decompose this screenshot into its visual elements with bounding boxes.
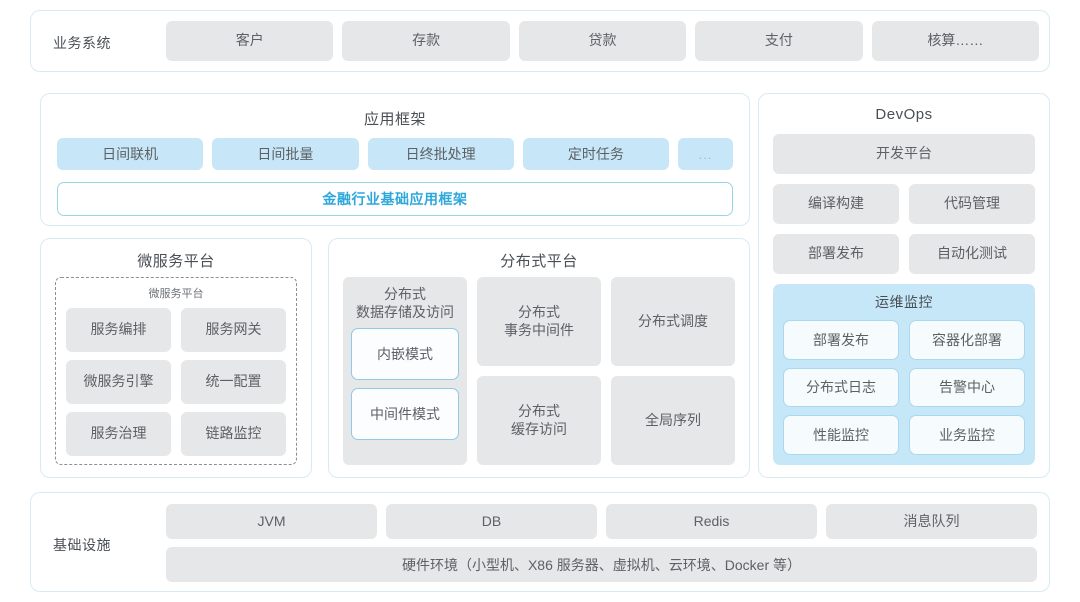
devops-chip-automated-test[interactable]: 自动化测试 (909, 234, 1035, 274)
devops-chip-dev-platform[interactable]: 开发平台 (773, 134, 1035, 174)
business-systems-section: 业务系统 客户 存款 贷款 支付 核算…… (30, 10, 1050, 72)
infrastructure-chip-db[interactable]: DB (386, 504, 597, 539)
distributed-platform-body: 分布式 数据存储及访问 内嵌模式 中间件模式 分布式 事务中间件 分布式 缓存访… (343, 277, 735, 465)
microservice-chip-orchestration[interactable]: 服务编排 (66, 308, 171, 352)
distributed-platform-right-column: 分布式调度 全局序列 (611, 277, 735, 465)
application-framework-section: 应用框架 日间联机 日间批量 日终批处理 定时任务 ... 金融行业基础应用框架 (40, 93, 750, 226)
ops-cell-alert-center[interactable]: 告警中心 (909, 367, 1025, 408)
microservice-platform-title: 微服务平台 (137, 253, 215, 270)
app-framework-chip-daytime-online[interactable]: 日间联机 (57, 138, 204, 170)
devops-section: DevOps 开发平台 编译构建 代码管理 部署发布 自动化测试 运维监控 部署… (758, 93, 1050, 478)
app-framework-chip-daytime-batch[interactable]: 日间批量 (212, 138, 359, 170)
ops-monitor-grid: 部署发布 容器化部署 分布式日志 告警中心 性能监控 业务监控 (783, 320, 1025, 455)
microservice-chip-engine[interactable]: 微服务引擎 (66, 360, 171, 404)
infrastructure-chip-row: JVM DB Redis 消息队列 (166, 504, 1037, 539)
microservice-platform-section: 微服务平台 微服务平台 服务编排 服务网关 微服务引擎 统一配置 服务治理 链路… (40, 238, 312, 478)
ops-cell-deploy-release[interactable]: 部署发布 (783, 320, 899, 360)
distributed-mode-middleware[interactable]: 中间件模式 (351, 388, 459, 441)
microservice-platform-dashed-box: 微服务平台 服务编排 服务网关 微服务引擎 统一配置 服务治理 链路监控 (55, 277, 297, 465)
ops-cell-business-monitor[interactable]: 业务监控 (909, 415, 1025, 455)
devops-row-deploy: 部署发布 自动化测试 (773, 234, 1035, 274)
ops-monitor-panel: 运维监控 部署发布 容器化部署 分布式日志 告警中心 性能监控 业务监控 (773, 284, 1035, 465)
business-system-chip-payment[interactable]: 支付 (695, 21, 863, 61)
distributed-mode-embedded[interactable]: 内嵌模式 (351, 328, 459, 381)
devops-stack: 开发平台 编译构建 代码管理 部署发布 自动化测试 运维监控 部署发布 容器化部… (773, 134, 1035, 465)
distributed-platform-middle-column: 分布式 事务中间件 分布式 缓存访问 (477, 277, 601, 465)
distributed-chip-global-sequence[interactable]: 全局序列 (611, 376, 735, 465)
business-system-chip-customer[interactable]: 客户 (166, 21, 334, 61)
devops-title: DevOps (875, 106, 933, 123)
ops-cell-distributed-log[interactable]: 分布式日志 (783, 367, 899, 408)
business-system-chip-loan[interactable]: 贷款 (518, 21, 687, 61)
devops-chip-code-management[interactable]: 代码管理 (909, 184, 1035, 224)
distributed-platform-section: 分布式平台 分布式 数据存储及访问 内嵌模式 中间件模式 分布式 事务中间件 分… (328, 238, 750, 478)
distributed-data-storage-title: 分布式 数据存储及访问 (356, 286, 454, 321)
hardware-environment-bar[interactable]: 硬件环境（小型机、X86 服务器、虚拟机、云环境、Docker 等） (166, 547, 1037, 582)
devops-row-build: 编译构建 代码管理 (773, 184, 1035, 224)
microservice-chip-gateway[interactable]: 服务网关 (181, 308, 286, 352)
microservice-platform-inner-label: 微服务平台 (148, 288, 204, 300)
application-framework-chip-row: 日间联机 日间批量 日终批处理 定时任务 ... (57, 138, 733, 170)
financial-base-framework-bar[interactable]: 金融行业基础应用框架 (57, 182, 733, 216)
business-systems-label: 业务系统 (53, 35, 111, 51)
distributed-platform-title: 分布式平台 (500, 253, 578, 270)
microservice-chip-unified-config[interactable]: 统一配置 (181, 360, 286, 404)
application-framework-title: 应用框架 (363, 111, 426, 128)
microservice-platform-grid: 服务编排 服务网关 微服务引擎 统一配置 服务治理 链路监控 (66, 308, 286, 456)
infrastructure-chip-jvm[interactable]: JVM (166, 504, 377, 539)
distributed-data-storage-card[interactable]: 分布式 数据存储及访问 内嵌模式 中间件模式 (343, 277, 467, 465)
distributed-chip-scheduling[interactable]: 分布式调度 (611, 277, 735, 366)
app-framework-chip-eod-batch[interactable]: 日终批处理 (367, 138, 514, 170)
business-system-chip-deposit[interactable]: 存款 (342, 21, 510, 61)
devops-chip-compile-build[interactable]: 编译构建 (773, 184, 899, 224)
ops-cell-container-deploy[interactable]: 容器化部署 (909, 320, 1025, 360)
app-framework-chip-scheduled-task[interactable]: 定时任务 (522, 138, 669, 170)
ops-monitor-title: 运维监控 (875, 294, 933, 310)
infrastructure-label: 基础设施 (53, 537, 111, 553)
infrastructure-chip-redis[interactable]: Redis (606, 504, 817, 539)
distributed-chip-transaction-middleware[interactable]: 分布式 事务中间件 (477, 277, 601, 366)
ops-cell-performance-monitor[interactable]: 性能监控 (783, 415, 899, 455)
devops-chip-deploy-release[interactable]: 部署发布 (773, 234, 899, 274)
microservice-chip-trace-monitor[interactable]: 链路监控 (181, 412, 286, 456)
infrastructure-section: 基础设施 JVM DB Redis 消息队列 硬件环境（小型机、X86 服务器、… (30, 492, 1050, 592)
business-systems-chip-row: 客户 存款 贷款 支付 核算…… (166, 21, 1040, 61)
business-system-chip-accounting[interactable]: 核算…… (871, 21, 1040, 61)
microservice-chip-governance[interactable]: 服务治理 (66, 412, 171, 456)
infrastructure-chip-message-queue[interactable]: 消息队列 (826, 504, 1037, 539)
app-framework-chip-more[interactable]: ... (678, 138, 733, 170)
distributed-chip-cache-access[interactable]: 分布式 缓存访问 (477, 376, 601, 465)
